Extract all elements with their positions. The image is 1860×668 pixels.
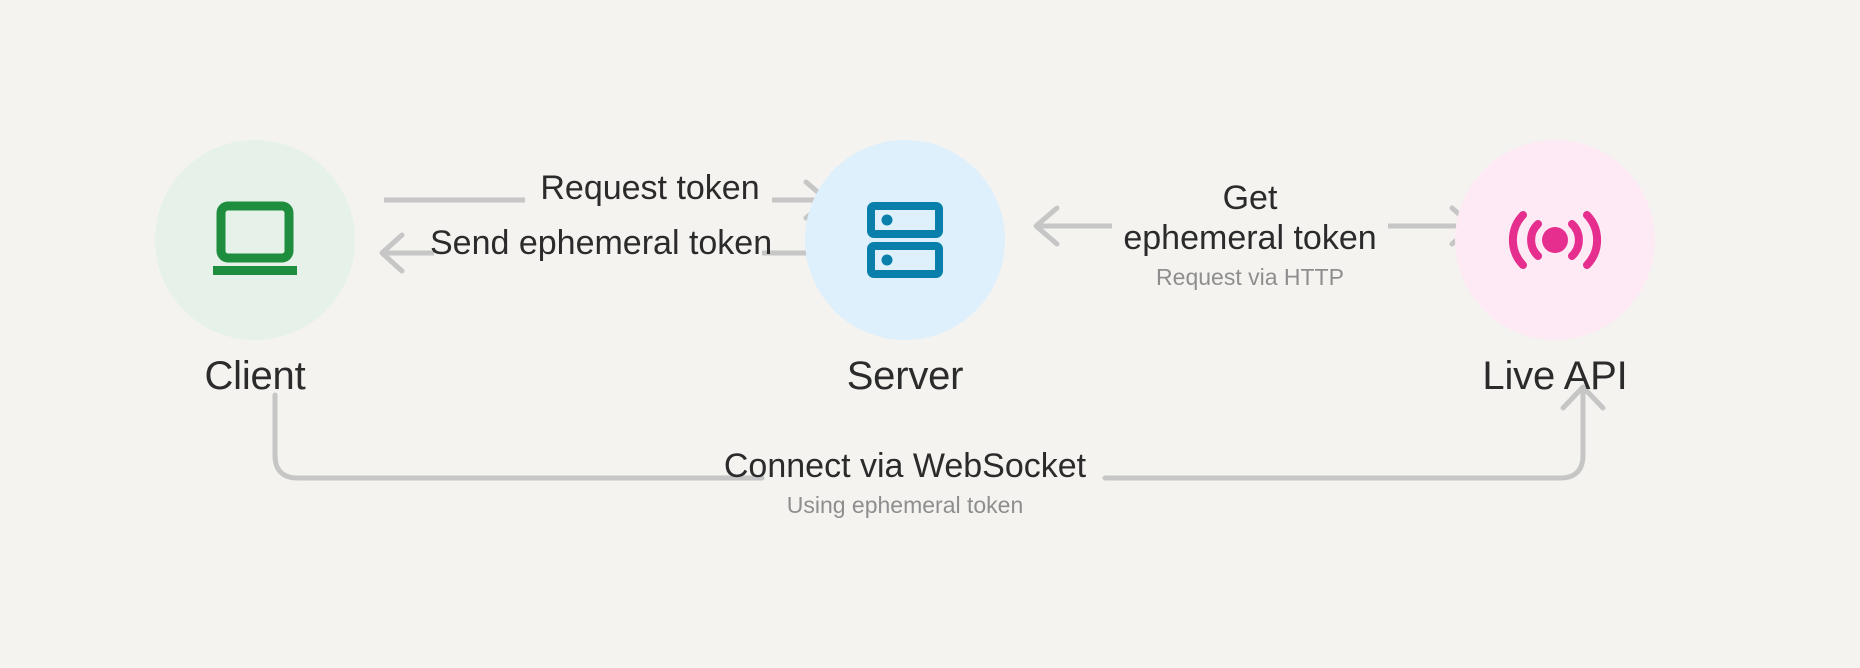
websocket-path-left — [272, 392, 765, 481]
send-token-arrowhead-left — [379, 232, 405, 274]
connector-sublabel-request-via-http: Request via HTTP — [1156, 264, 1344, 291]
connector-label-connect-websocket: Connect via WebSocket Using ephemeral to… — [710, 446, 1100, 520]
connector-label-get-ephemeral-token: Get ephemeral token Request via HTTP — [1110, 178, 1390, 292]
server-icon — [867, 202, 943, 278]
connector-label-send-ephemeral-token-text: Send ephemeral token — [430, 224, 773, 262]
node-live-api-circle — [1455, 140, 1655, 340]
node-server-circle — [805, 140, 1005, 340]
node-server[interactable]: Server — [805, 140, 1005, 398]
node-client-label: Client — [204, 354, 306, 398]
node-server-label: Server — [846, 354, 964, 398]
connector-label-request-token: Request token — [540, 168, 760, 208]
node-client[interactable]: Client — [155, 140, 355, 398]
connector-label-get-ephemeral-token-line2: ephemeral token — [1123, 219, 1377, 258]
connector-label-request-token-text: Request token — [540, 169, 760, 207]
broadcast-icon — [1508, 211, 1602, 269]
node-live-api[interactable]: Live API — [1455, 140, 1655, 398]
laptop-icon — [213, 201, 297, 275]
connector-label-send-ephemeral-token: Send ephemeral token — [430, 223, 773, 263]
node-live-api-label: Live API — [1482, 354, 1628, 398]
get-token-arrowhead-left — [1033, 205, 1060, 247]
connector-label-connect-websocket-text: Connect via WebSocket — [723, 447, 1087, 485]
connector-label-get-ephemeral-token-line1: Get — [1222, 179, 1278, 217]
connector-sublabel-using-ephemeral-token: Using ephemeral token — [786, 492, 1024, 519]
websocket-path-right — [1102, 385, 1586, 481]
node-client-circle — [155, 140, 355, 340]
